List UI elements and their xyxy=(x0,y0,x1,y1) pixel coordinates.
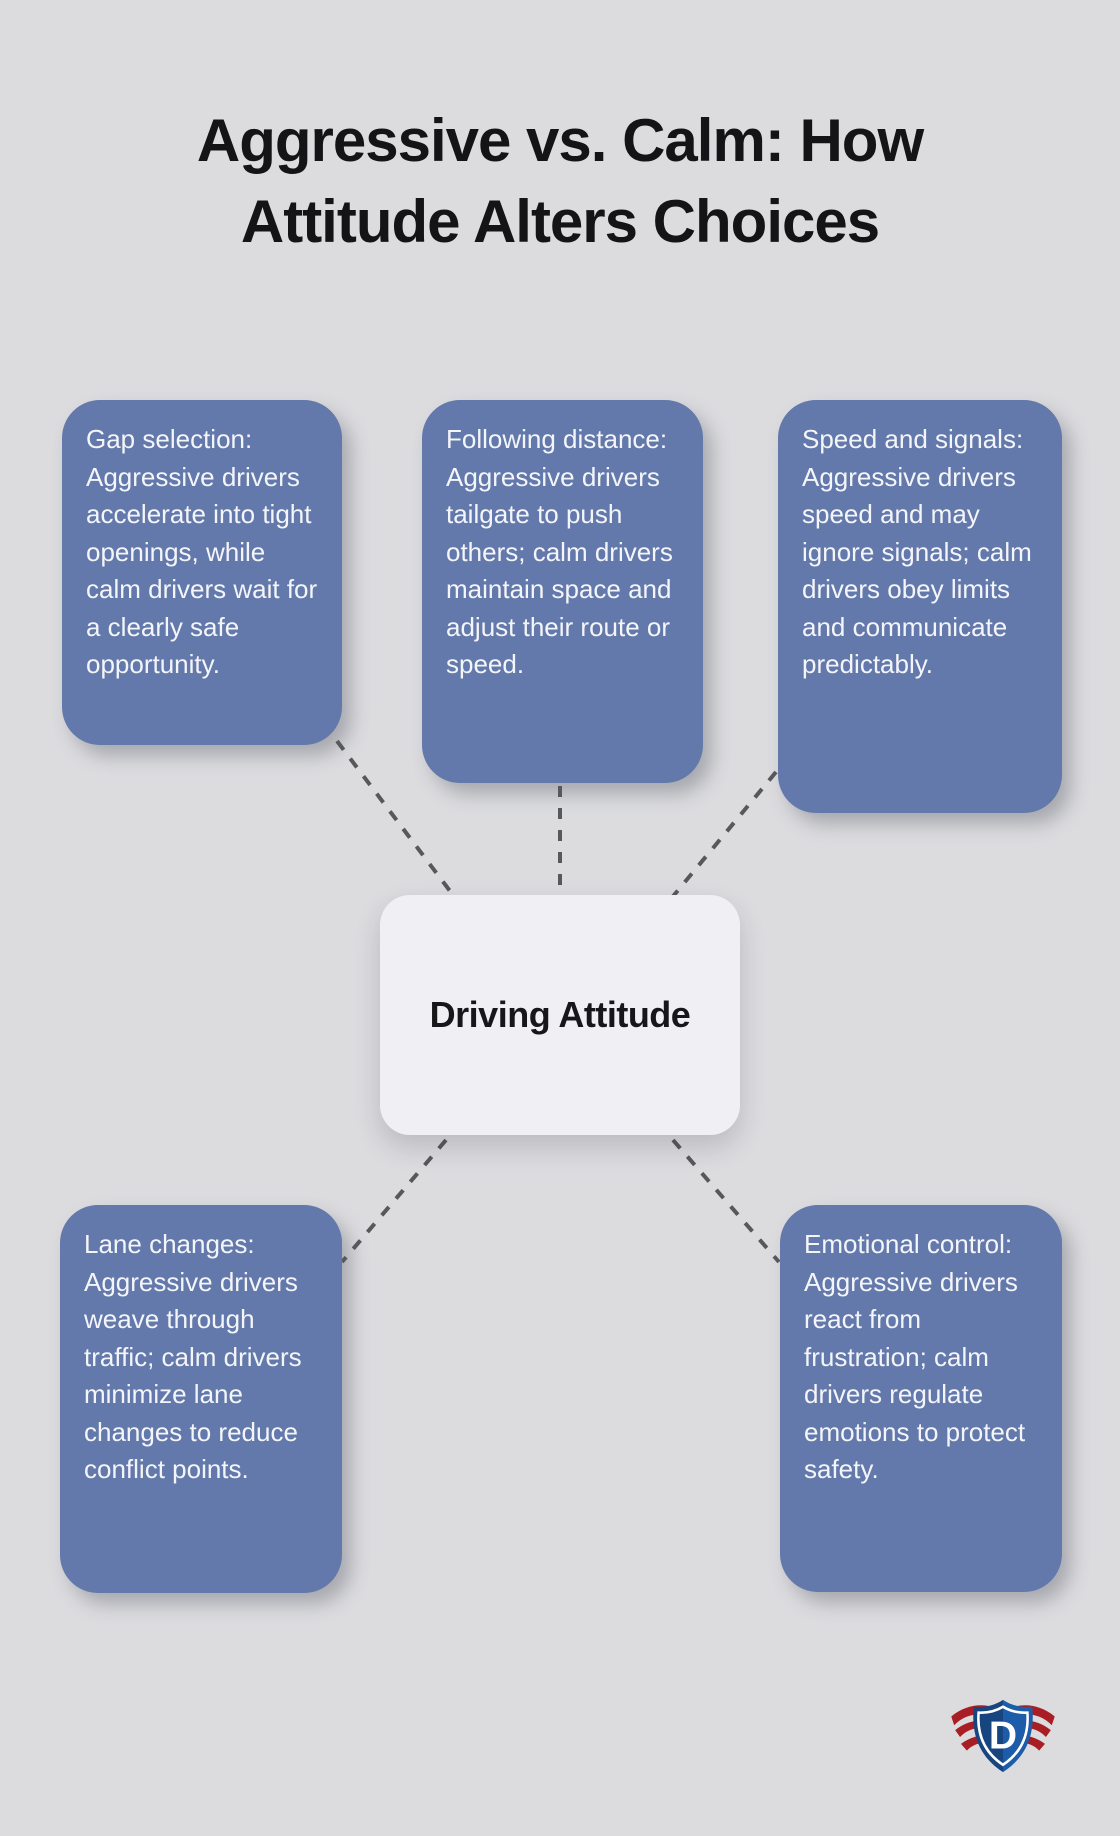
page-title: Aggressive vs. Calm: How Attitude Alters… xyxy=(0,100,1120,262)
page-title-line-1: Aggressive vs. Calm: How xyxy=(196,107,924,174)
node-gap-selection-text: Gap selection: Aggressive drivers accele… xyxy=(86,424,318,679)
node-speed-and-signals: Speed and signals: Aggressive drivers sp… xyxy=(778,400,1062,813)
node-gap-selection: Gap selection: Aggressive drivers accele… xyxy=(62,400,342,745)
node-emotional-control-text: Emotional control: Aggressive drivers re… xyxy=(804,1229,1026,1484)
connector-lane-changes xyxy=(340,1138,448,1264)
node-lane-changes-text: Lane changes: Aggressive drivers weave t… xyxy=(84,1229,302,1484)
node-speed-and-signals-text: Speed and signals: Aggressive drivers sp… xyxy=(802,424,1032,679)
node-following-distance: Following distance: Aggressive drivers t… xyxy=(422,400,703,783)
logo-shield-icon: D xyxy=(973,1699,1033,1773)
brand-logo: D xyxy=(951,1699,1055,1773)
node-driving-attitude: Driving Attitude xyxy=(380,895,740,1135)
logo-letter: D xyxy=(989,1715,1017,1758)
connector-speed-and-signals xyxy=(663,770,778,908)
node-emotional-control: Emotional control: Aggressive drivers re… xyxy=(780,1205,1062,1592)
node-following-distance-text: Following distance: Aggressive drivers t… xyxy=(446,424,673,679)
node-lane-changes: Lane changes: Aggressive drivers weave t… xyxy=(60,1205,342,1593)
connector-emotional-control xyxy=(671,1138,781,1264)
page-title-line-2: Attitude Alters Choices xyxy=(240,188,880,255)
node-driving-attitude-label: Driving Attitude xyxy=(429,994,691,1035)
